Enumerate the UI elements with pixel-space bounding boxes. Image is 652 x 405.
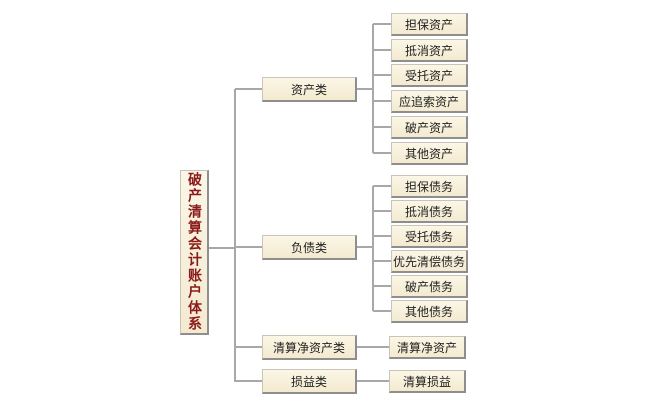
root-node: 破产清算会计账户体系 — [180, 170, 209, 335]
asset-item: 破产资产 — [391, 116, 468, 139]
net-asset-item: 清算净资产 — [389, 336, 466, 359]
category-assets: 资产类 — [262, 77, 357, 102]
liability-item: 受托债务 — [391, 225, 468, 248]
asset-item: 其他资产 — [391, 142, 468, 165]
asset-item: 抵消资产 — [391, 39, 468, 62]
liability-item: 破产债务 — [391, 275, 468, 298]
liability-item: 担保债务 — [391, 175, 468, 198]
asset-item: 担保资产 — [391, 13, 468, 36]
liability-item: 抵消债务 — [391, 200, 468, 223]
category-liabilities: 负债类 — [262, 235, 357, 260]
asset-item: 应追索资产 — [391, 90, 468, 113]
liability-item: 其他债务 — [391, 300, 468, 323]
asset-item: 受托资产 — [391, 64, 468, 87]
liability-item: 优先清偿债务 — [391, 250, 468, 273]
profit-loss-item: 清算损益 — [389, 370, 466, 393]
category-net-assets: 清算净资产类 — [262, 335, 357, 360]
category-profit-loss: 损益类 — [262, 369, 357, 394]
